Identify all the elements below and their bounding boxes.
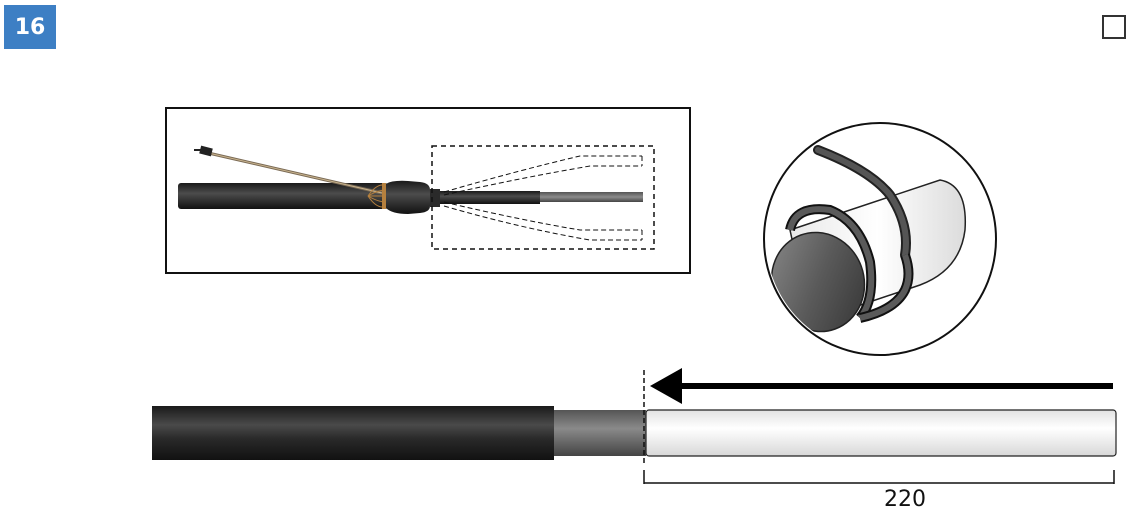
termination-overview-inset	[165, 107, 691, 274]
dimension-line: 220	[643, 470, 1115, 512]
cable-core	[540, 192, 643, 202]
dimension-label: 220	[884, 487, 926, 512]
termination-body	[386, 180, 430, 214]
semiconductive-layer	[554, 410, 646, 456]
direction-arrow-icon	[650, 368, 1113, 404]
insulation	[645, 409, 1117, 457]
cable-lug-icon	[194, 145, 213, 157]
main-cable	[152, 370, 1117, 464]
step-complete-checkbox[interactable]	[1102, 15, 1126, 39]
outer-sheath	[152, 406, 554, 460]
dashed-detail-region	[431, 145, 655, 250]
tape-wrap-detail	[763, 122, 997, 356]
step-number-badge: 16	[4, 5, 56, 49]
dashed-cores	[443, 155, 643, 241]
cable-sheath	[178, 183, 388, 209]
